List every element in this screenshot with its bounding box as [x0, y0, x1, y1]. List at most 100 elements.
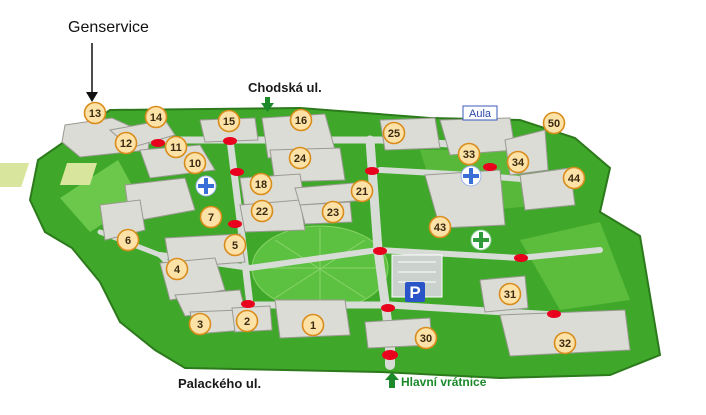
gate-dot	[373, 247, 387, 255]
building-marker-1[interactable]: 1	[301, 313, 325, 337]
marker-badge	[428, 215, 452, 239]
building-marker-32[interactable]: 32	[553, 331, 577, 355]
building-marker-2[interactable]: 2	[235, 309, 259, 333]
building-marker-18[interactable]: 18	[249, 172, 273, 196]
marker-badge	[542, 111, 566, 135]
marker-badge	[116, 228, 140, 252]
marker-label: 6	[125, 235, 131, 247]
gate-dot	[151, 139, 165, 147]
building-marker-30[interactable]: 30	[414, 326, 438, 350]
marker-label: 10	[189, 158, 201, 170]
marker-label: 50	[548, 118, 560, 130]
marker-label: 44	[568, 173, 581, 185]
marker-badge	[321, 200, 345, 224]
marker-badge	[223, 233, 247, 257]
marker-label: 22	[256, 206, 268, 218]
gate-dot	[241, 300, 255, 308]
marker-badge	[250, 199, 274, 223]
building-marker-31[interactable]: 31	[498, 282, 522, 306]
marker-label: 32	[559, 338, 571, 350]
building-marker-14[interactable]: 14	[144, 105, 168, 129]
building-marker-12[interactable]: 12	[114, 131, 138, 155]
street-label-top: Chodská ul.	[248, 80, 322, 95]
building-marker-43[interactable]: 43	[428, 215, 452, 239]
marker-badge	[144, 105, 168, 129]
building-marker-5[interactable]: 5	[223, 233, 247, 257]
marker-badge	[301, 313, 325, 337]
building-marker-21[interactable]: 21	[350, 179, 374, 203]
gate-dot	[228, 220, 242, 228]
building-marker-10[interactable]: 10	[183, 151, 207, 175]
street-label-bottom: Palackého ul.	[178, 376, 261, 391]
gate-dot	[547, 310, 561, 318]
marker-badge	[553, 331, 577, 355]
marker-badge	[249, 172, 273, 196]
building-marker-34[interactable]: 34	[506, 150, 530, 174]
marker-badge	[350, 179, 374, 203]
marker-badge	[235, 309, 259, 333]
marker-label: 12	[120, 138, 132, 150]
building-marker-25[interactable]: 25	[382, 121, 406, 145]
marker-label: 1	[310, 320, 316, 332]
marker-label: 11	[170, 142, 182, 154]
building-marker-33[interactable]: 33	[457, 142, 481, 166]
marker-badge	[183, 151, 207, 175]
medical-cross-icon	[460, 165, 482, 187]
gate-dot	[514, 254, 528, 262]
marker-badge	[114, 131, 138, 155]
building-marker-3[interactable]: 3	[188, 312, 212, 336]
entrance-arrow-icon	[261, 97, 274, 112]
marker-badge	[164, 135, 188, 159]
marker-label: 3	[197, 319, 203, 331]
building-marker-7[interactable]: 7	[199, 205, 223, 229]
down-arrow-icon	[86, 43, 98, 102]
building-marker-23[interactable]: 23	[321, 200, 345, 224]
parking-sign	[405, 282, 425, 302]
marker-label: 5	[232, 240, 238, 252]
marker-badge	[217, 109, 241, 133]
main-gate-label[interactable]: Hlavní vrátnice	[401, 375, 487, 389]
marker-badge	[289, 108, 313, 132]
marker-badge	[199, 205, 223, 229]
marker-label: 18	[255, 179, 267, 191]
marker-badge	[165, 257, 189, 281]
marker-label: 34	[512, 157, 525, 169]
marker-label: 13	[89, 108, 101, 120]
building-marker-4[interactable]: 4	[165, 257, 189, 281]
marker-badge	[188, 312, 212, 336]
building-marker-24[interactable]: 24	[288, 146, 312, 170]
marker-label: 15	[223, 116, 235, 128]
gate-dot	[381, 304, 395, 312]
marker-label: 4	[174, 264, 181, 276]
aula-tag[interactable]: Aula	[462, 105, 498, 121]
building-marker-16[interactable]: 16	[289, 108, 313, 132]
gate-dot	[483, 163, 497, 171]
marker-label: 43	[434, 222, 446, 234]
marker-badge	[83, 101, 107, 125]
marker-label: 33	[463, 149, 475, 161]
marker-label: 21	[356, 186, 368, 198]
gate-dot	[382, 350, 398, 360]
building-marker-13[interactable]: 13	[83, 101, 107, 125]
building-marker-44[interactable]: 44	[562, 166, 586, 190]
building-marker-22[interactable]: 22	[250, 199, 274, 223]
marker-label: 14	[150, 112, 163, 124]
gate-dot	[365, 167, 379, 175]
medical-cross-icon	[195, 175, 217, 197]
marker-badge	[382, 121, 406, 145]
marker-label: 30	[420, 333, 432, 345]
marker-label: 7	[208, 212, 214, 224]
gate-dot	[223, 137, 237, 145]
building-marker-11[interactable]: 11	[164, 135, 188, 159]
gate-dots	[151, 137, 561, 360]
marker-label: 16	[295, 115, 307, 127]
building-marker-6[interactable]: 6	[116, 228, 140, 252]
marker-badge	[562, 166, 586, 190]
building-marker-50[interactable]: 50	[542, 111, 566, 135]
marker-badge	[288, 146, 312, 170]
building-marker-15[interactable]: 15	[217, 109, 241, 133]
pharmacy-cross-icon	[470, 229, 492, 251]
marker-label: 31	[504, 289, 516, 301]
